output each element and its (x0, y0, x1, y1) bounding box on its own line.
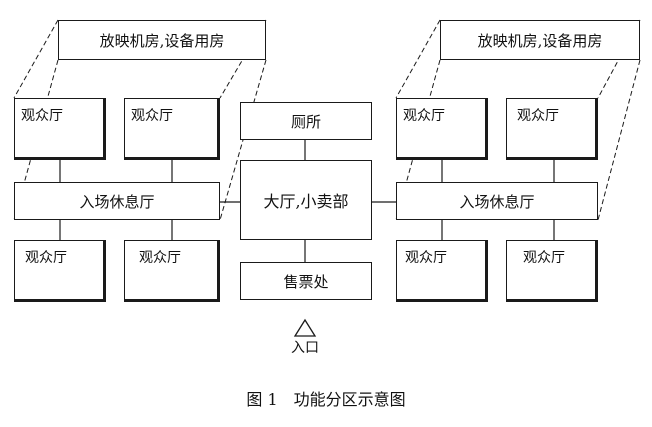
auditorium-left-bottom-2: 观众厅 (124, 240, 220, 302)
auditorium-right-top-1: 观众厅 (396, 98, 488, 160)
projection-room-right: 放映机房,设备用房 (440, 20, 640, 60)
projection-room-left: 放映机房,设备用房 (58, 20, 266, 60)
auditorium-right-bottom-2: 观众厅 (506, 240, 598, 302)
projection-room-right-label: 放映机房,设备用房 (477, 31, 603, 50)
auditorium-label: 观众厅 (403, 108, 445, 124)
lounge-left: 入场休息厅 (14, 182, 220, 220)
hall-shop-label: 大厅,小卖部 (263, 192, 349, 211)
auditorium-label: 观众厅 (21, 108, 63, 124)
auditorium-left-top-1: 观众厅 (14, 98, 106, 160)
toilet-label: 厕所 (290, 112, 321, 131)
auditorium-label: 观众厅 (25, 250, 67, 266)
projection-room-left-label: 放映机房,设备用房 (99, 31, 225, 50)
figure-caption: 图 1 功能分区示意图 (246, 390, 406, 409)
hall-shop-box: 大厅,小卖部 (240, 160, 372, 240)
auditorium-right-bottom-1: 观众厅 (396, 240, 488, 302)
entrance-label: 入口 (291, 340, 319, 356)
auditorium-label: 观众厅 (131, 108, 173, 124)
entrance-triangle-icon (293, 318, 317, 337)
auditorium-label: 观众厅 (139, 250, 181, 266)
auditorium-label: 观众厅 (517, 108, 559, 124)
ticket-office-box: 售票处 (240, 262, 372, 300)
lounge-left-label: 入场休息厅 (79, 192, 155, 211)
auditorium-right-top-2: 观众厅 (506, 98, 598, 160)
lounge-right: 入场休息厅 (396, 182, 598, 220)
auditorium-left-top-2: 观众厅 (124, 98, 220, 160)
lounge-right-label: 入场休息厅 (459, 192, 535, 211)
auditorium-label: 观众厅 (405, 250, 447, 266)
auditorium-left-bottom-1: 观众厅 (14, 240, 106, 302)
auditorium-label: 观众厅 (523, 250, 565, 266)
ticket-office-label: 售票处 (283, 272, 329, 291)
toilet-box: 厕所 (240, 102, 372, 140)
